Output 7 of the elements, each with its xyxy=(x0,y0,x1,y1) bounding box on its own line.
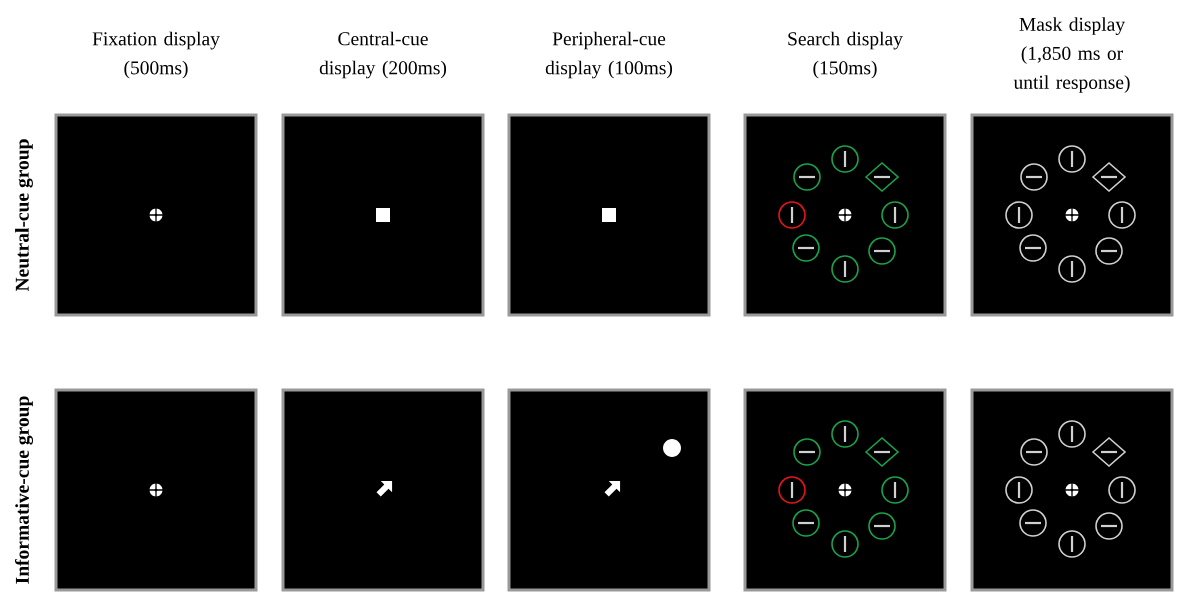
row-label: Neutral-cue group xyxy=(15,139,33,292)
column-heading: Mask display (1,850 ms or until response) xyxy=(1013,17,1130,93)
column-heading: Search display (150ms) xyxy=(788,31,903,79)
row-label: Informative-cue group xyxy=(15,396,33,584)
column-heading: Fixation display (500ms) xyxy=(92,31,220,79)
column-heading: Peripheral-cue display (100ms) xyxy=(545,31,673,79)
column-heading: Central-cue display (200ms) xyxy=(319,31,447,79)
